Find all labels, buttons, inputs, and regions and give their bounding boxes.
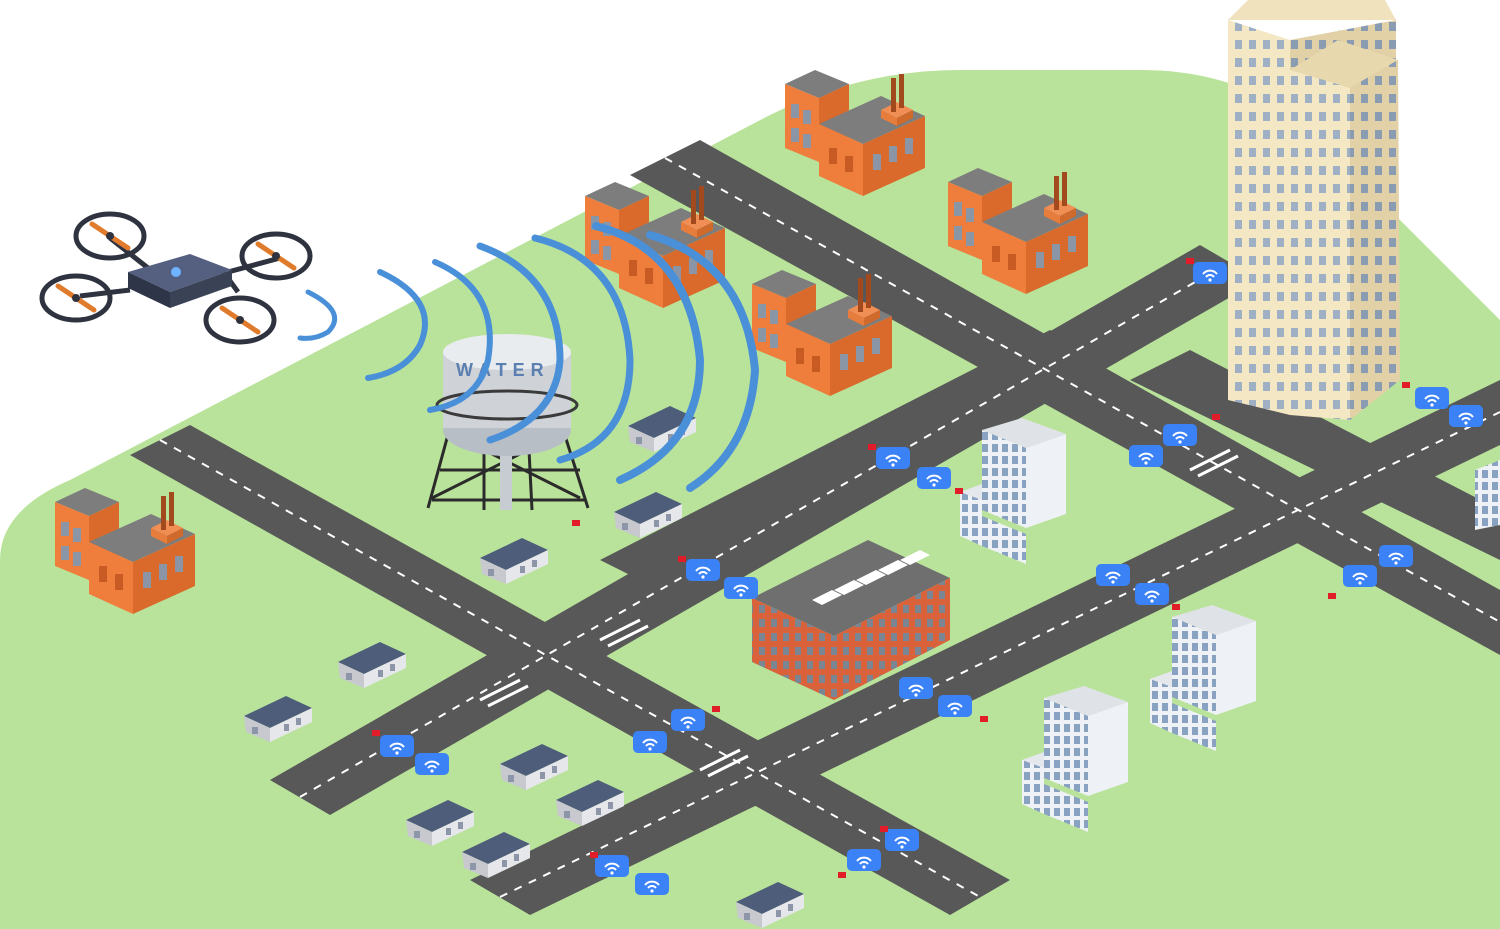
skyscraper [1228, 0, 1400, 420]
road-network [130, 140, 1500, 915]
drone-icon [39, 211, 313, 345]
red-markers [372, 258, 1410, 878]
signal-wave-icon [297, 222, 760, 492]
office-edge [1475, 460, 1500, 530]
tower-label: WATER [456, 360, 550, 380]
brick-apartment [752, 540, 950, 700]
crosswalks [479, 448, 1239, 778]
